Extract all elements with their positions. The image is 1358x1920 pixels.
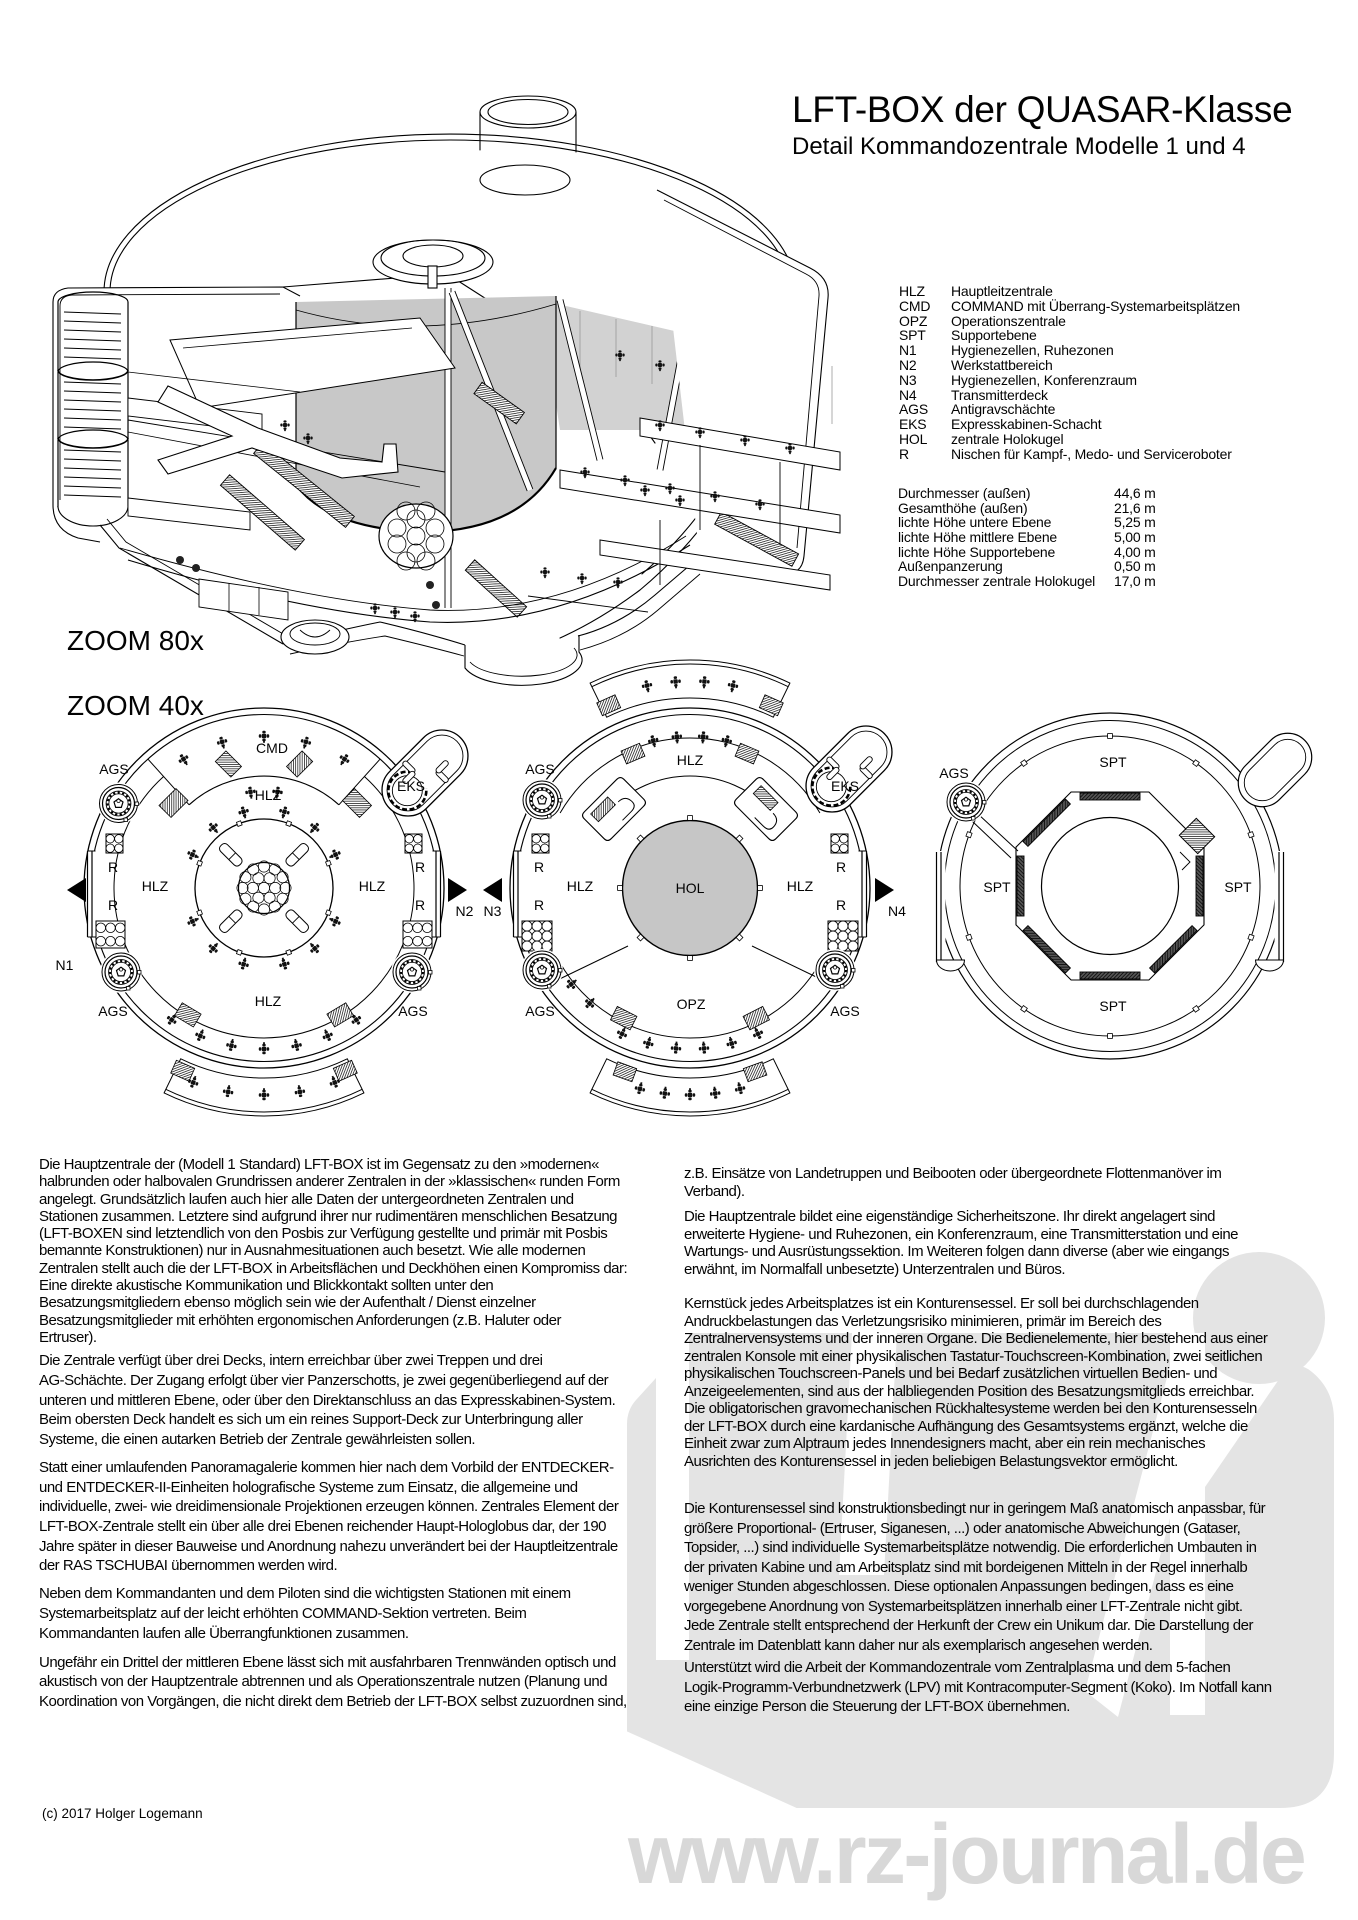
svg-text:R: R xyxy=(836,897,846,913)
svg-text:AGS: AGS xyxy=(525,1003,555,1019)
svg-text:R: R xyxy=(534,859,544,875)
svg-text:HLZ: HLZ xyxy=(255,993,282,1009)
svg-text:OPZ: OPZ xyxy=(677,996,706,1012)
svg-text:HLZ: HLZ xyxy=(255,787,282,803)
svg-text:R: R xyxy=(534,897,544,913)
svg-text:HLZ: HLZ xyxy=(359,878,386,894)
svg-text:EKS: EKS xyxy=(831,778,859,794)
svg-text:AGS: AGS xyxy=(939,765,969,781)
svg-text:R: R xyxy=(415,897,425,913)
svg-text:CMD: CMD xyxy=(256,740,288,756)
svg-text:AGS: AGS xyxy=(98,1003,128,1019)
svg-text:EKS: EKS xyxy=(397,778,425,794)
svg-text:HLZ: HLZ xyxy=(567,878,594,894)
svg-text:HOL: HOL xyxy=(676,880,705,896)
svg-text:AGS: AGS xyxy=(398,1003,428,1019)
svg-text:N2: N2 xyxy=(456,903,474,919)
svg-text:N1: N1 xyxy=(56,957,74,973)
svg-text:AGS: AGS xyxy=(99,761,129,777)
svg-text:AGS: AGS xyxy=(830,1003,860,1019)
svg-text:R: R xyxy=(415,859,425,875)
svg-text:SPT: SPT xyxy=(1224,879,1252,895)
svg-text:N4: N4 xyxy=(888,903,906,919)
svg-text:R: R xyxy=(108,859,118,875)
svg-text:HLZ: HLZ xyxy=(787,878,814,894)
svg-text:R: R xyxy=(108,897,118,913)
svg-text:N3: N3 xyxy=(484,903,502,919)
svg-text:HLZ: HLZ xyxy=(677,752,704,768)
svg-text:AGS: AGS xyxy=(525,761,555,777)
svg-text:SPT: SPT xyxy=(1099,754,1127,770)
svg-text:R: R xyxy=(836,859,846,875)
svg-text:SPT: SPT xyxy=(1099,998,1127,1014)
svg-text:SPT: SPT xyxy=(983,879,1011,895)
svg-text:HLZ: HLZ xyxy=(142,878,169,894)
